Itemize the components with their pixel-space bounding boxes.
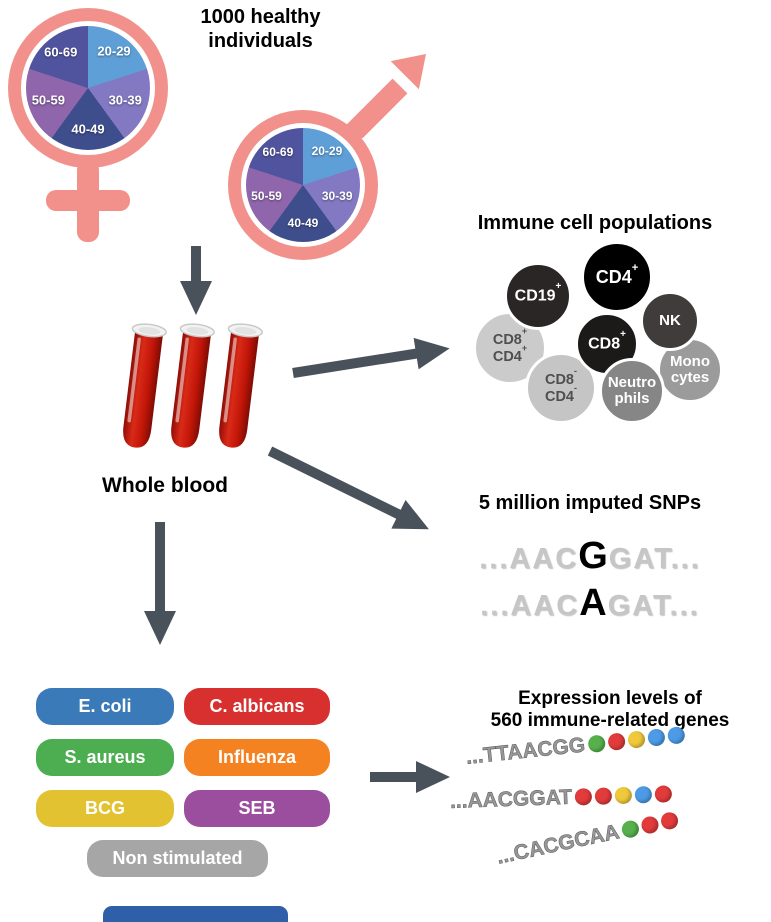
cell-label-line: CD8- — [544, 365, 577, 388]
bead-green — [587, 734, 606, 754]
snp-sequences: ...AACGGAT... ...AACAGAT... — [425, 534, 755, 628]
bead-green — [620, 819, 641, 840]
bead-red — [607, 732, 626, 752]
male-arrow-shaft — [346, 78, 408, 138]
stimulus-influenza: Influenza — [184, 739, 330, 776]
female-pie-rim: 20-29 30-39 40-49 50-59 60-69 — [21, 21, 155, 155]
age-label-60-69: 60-69 — [44, 44, 78, 60]
cell-label-line: CD8+ — [588, 329, 626, 353]
age-label-50-59: 50-59 — [251, 189, 282, 204]
stimulus-c-albicans: C. albicans — [184, 688, 330, 725]
stimulus-seb: SEB — [184, 790, 330, 827]
bead-red — [639, 814, 660, 836]
age-label-20-29: 20-29 — [311, 143, 343, 158]
cell-label-line: phils — [614, 390, 650, 407]
bead-yellow — [614, 786, 633, 805]
cropped-blue-bar — [103, 906, 288, 922]
age-label-30-39: 30-39 — [108, 92, 142, 108]
bead-red — [654, 785, 673, 803]
bead-blue — [646, 728, 666, 747]
female-cross-horizontal — [46, 190, 130, 211]
cohort-title-line2: individuals — [208, 29, 313, 52]
snp-allele-g: G — [578, 535, 609, 577]
immune-populations-title: Immune cell populations — [477, 212, 713, 234]
expression-title-line1: Expression levels of — [518, 688, 702, 709]
snp-allele-a: A — [579, 582, 608, 624]
cell-cd4: CD4+ — [581, 241, 653, 313]
stimulus-e-coli: E. coli — [36, 688, 174, 725]
male-age-pie-chart: 20-29 30-39 40-49 50-59 60-69 — [246, 128, 360, 242]
bead-red — [574, 788, 593, 806]
arrow-blood-to-cells — [292, 337, 450, 378]
cell-neutrophils: Neutro phils — [599, 358, 665, 424]
bead-blue — [634, 785, 653, 804]
age-label-50-59: 50-59 — [31, 92, 65, 108]
cell-cd19: CD19+ — [504, 262, 572, 330]
cell-label-line: CD4+ — [595, 261, 639, 287]
cohort-title-line1: 1000 healthy — [200, 6, 321, 28]
cell-label-line: CD4+ — [492, 342, 528, 365]
snp-sequence-1: ...AACGGAT... — [479, 535, 701, 577]
bead-blue — [666, 726, 686, 745]
cell-label-line: cytes — [670, 369, 710, 386]
cell-label-line: Neutro — [607, 374, 657, 392]
test-tube — [171, 323, 215, 448]
gene-seq-text: ...AACGGAT — [449, 785, 573, 813]
female-symbol: 20-29 30-39 40-49 50-59 60-69 — [8, 8, 168, 168]
gene-seq-text: ...TTAACGG — [464, 733, 587, 769]
whole-blood-label: Whole blood — [102, 474, 228, 497]
male-pie-rim: 20-29 30-39 40-49 50-59 60-69 — [241, 123, 365, 247]
male-symbol: 20-29 30-39 40-49 50-59 60-69 — [228, 110, 378, 260]
test-tube — [123, 323, 167, 448]
stimulus-s-aureus: S. aureus — [36, 739, 174, 776]
male-arrow-head — [390, 54, 426, 90]
stimulus-bcg: BCG — [36, 790, 174, 827]
bead-red — [594, 787, 613, 805]
age-label-20-29: 20-29 — [97, 43, 131, 59]
bead-chain — [617, 808, 680, 843]
age-label-40-49: 40-49 — [71, 121, 105, 137]
bead-yellow — [626, 730, 646, 749]
age-label-60-69: 60-69 — [262, 144, 294, 159]
cell-label-line: CD4- — [544, 382, 577, 405]
age-label-30-39: 30-39 — [321, 189, 353, 204]
gene-seq-text: ...CACGCAA — [494, 820, 622, 869]
cell-label-line: CD19+ — [514, 281, 562, 305]
age-label-40-49: 40-49 — [287, 215, 319, 230]
female-age-pie-chart: 20-29 30-39 40-49 50-59 60-69 — [26, 26, 150, 150]
cell-nk: NK — [640, 291, 700, 351]
cohort-title: 1000 healthy individuals — [168, 6, 353, 53]
snp-sequence-2: ...AACAGAT... — [480, 582, 700, 624]
bead-chain — [572, 782, 673, 808]
snps-title: 5 million imputed SNPs — [478, 492, 702, 514]
expression-title: Expression levels of 560 immune-related … — [455, 688, 765, 733]
cell-label-line: CD8+ — [492, 325, 528, 348]
stimulus-non-stimulated: Non stimulated — [87, 840, 268, 877]
bead-red — [659, 810, 680, 831]
test-tube — [219, 323, 263, 448]
male-arrow-icon — [346, 54, 426, 138]
cell-label-line: Mono — [670, 353, 710, 371]
gene-sequence-3: ...CACGCAA — [494, 808, 681, 870]
cell-cd8: CD8+ — [575, 312, 639, 376]
cell-label-line: NK — [659, 312, 681, 330]
gene-sequence-2: ...AACGGAT — [449, 782, 673, 814]
blood-tubes — [123, 323, 263, 448]
expression-title-line2: 560 immune-related genes — [490, 710, 730, 732]
